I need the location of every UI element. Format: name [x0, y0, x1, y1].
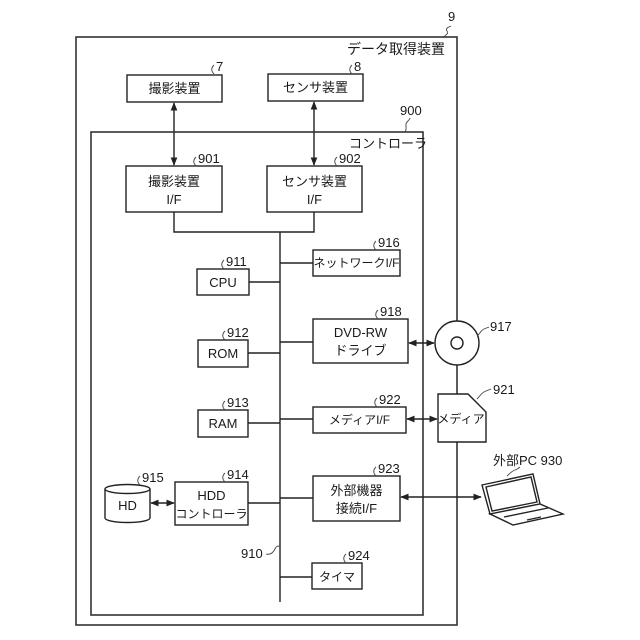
media-card-label: メディア: [437, 411, 484, 426]
laptop-icon: [482, 474, 563, 525]
sensor-if-ref: 902: [339, 151, 361, 166]
network-if-label: ネットワークI/F: [314, 256, 400, 270]
dvd-drive-line-2: ドライブ: [334, 343, 386, 358]
external-pc-ref-leader: [507, 467, 520, 476]
dvd-drive-ref-leader: [376, 310, 378, 319]
sensor-if-line-1: センサ装置: [282, 174, 347, 189]
external-if-line-2: 接続I/F: [336, 501, 377, 516]
media-if-ref: 922: [379, 392, 401, 407]
controller-ref-leader: [405, 118, 410, 132]
hd-ref: 915: [142, 470, 164, 485]
cpu-ref-leader: [222, 260, 224, 269]
device-ref: 9: [448, 9, 455, 24]
cpu-ref: 911: [226, 254, 247, 269]
timer-ref-leader: [344, 554, 346, 563]
device-label: データ取得装置: [347, 41, 445, 57]
hd-cylinder-top: [105, 485, 150, 494]
hdd-controller-line-2: コントローラ: [175, 507, 247, 521]
sensor-if-line-2: I/F: [307, 192, 322, 207]
disc-ref: 917: [490, 319, 512, 334]
camera-device-ref: 7: [216, 59, 223, 74]
media-if-ref-leader: [375, 398, 377, 407]
controller-ref: 900: [400, 103, 422, 118]
controller-label: コントローラ: [349, 136, 427, 151]
timer-label: タイマ: [319, 570, 355, 584]
network-if-ref-leader: [374, 241, 376, 250]
hdd-controller-line-1: HDD: [197, 488, 225, 503]
cpu-label: CPU: [209, 275, 236, 290]
external-if-ref-leader: [374, 467, 376, 476]
dvd-drive-line-1: DVD-RW: [334, 325, 388, 340]
rom-ref-leader: [223, 331, 225, 340]
ram-ref: 913: [227, 395, 249, 410]
disc-icon: [435, 321, 479, 365]
hd-label: HD: [118, 498, 137, 513]
sensor-device-ref-leader: [350, 65, 352, 74]
sensor-if-ref-leader: [335, 157, 337, 166]
camera-device-ref-leader: [212, 65, 214, 74]
camera-if-line-2: I/F: [166, 192, 181, 207]
rom-label: ROM: [208, 346, 238, 361]
dvd-drive-ref: 918: [380, 304, 402, 319]
hd-ref-leader: [138, 476, 140, 485]
disc-ref-leader: [477, 327, 489, 336]
camera-if-ref: 901: [198, 151, 220, 166]
rom-ref: 912: [227, 325, 249, 340]
hdd-controller-ref-leader: [223, 473, 225, 482]
bus-ref: 910: [241, 546, 263, 561]
external-pc-label: 外部PC 930: [493, 453, 562, 468]
ram-ref-leader: [223, 401, 225, 410]
if-join-line: [174, 212, 314, 232]
network-if-ref: 916: [378, 235, 400, 250]
camera-if-ref-leader: [194, 157, 196, 166]
hdd-controller-ref: 914: [227, 467, 249, 482]
camera-device-label: 撮影装置: [148, 81, 200, 96]
sensor-device-label: センサ装置: [283, 80, 348, 95]
media-if-label: メディアI/F: [329, 412, 390, 427]
camera-if-line-1: 撮影装置: [148, 174, 200, 189]
bus-ref-leader: [266, 546, 280, 554]
external-if-ref: 923: [378, 461, 400, 476]
ram-label: RAM: [209, 416, 238, 431]
sensor-device-ref: 8: [354, 59, 361, 74]
media-card-ref-leader: [477, 389, 491, 399]
external-if-line-1: 外部機器: [330, 483, 382, 498]
timer-ref: 924: [348, 548, 370, 563]
media-card-ref: 921: [493, 382, 515, 397]
